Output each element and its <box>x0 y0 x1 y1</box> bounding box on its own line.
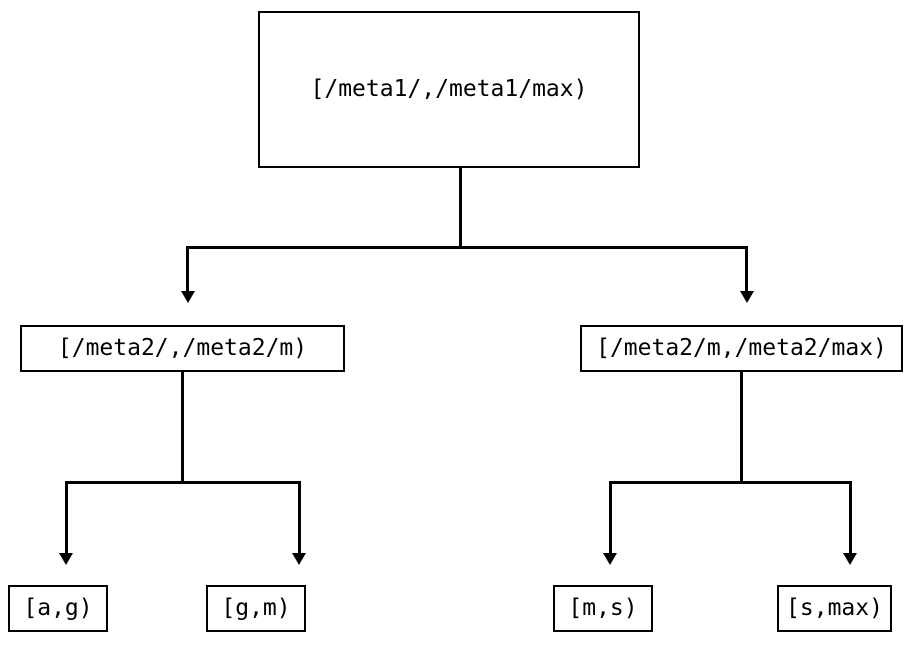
node-leaf-gm-label: [g,m) <box>221 595 291 621</box>
node-leaf-ms-label: [m,s) <box>568 595 638 621</box>
edge-root-stem <box>459 168 462 249</box>
node-leaf-gm[interactable]: [g,m) <box>206 585 306 632</box>
edge-root-horizontal-bar <box>186 246 748 249</box>
edge-mid-right-stem <box>740 372 743 484</box>
node-mid-right-label: [/meta2/m,/meta2/max) <box>596 335 887 361</box>
edge-mid-left-stem <box>181 372 184 484</box>
arrow-down-icon-mid-left <box>181 291 195 303</box>
edge-mid-right-to-leaf-smax <box>849 481 852 555</box>
edge-root-to-mid-left <box>186 246 189 293</box>
edge-mid-left-to-leaf-gm <box>298 481 301 555</box>
edge-mid-left-horizontal-bar <box>65 481 301 484</box>
node-mid-right[interactable]: [/meta2/m,/meta2/max) <box>580 325 903 372</box>
edge-mid-right-to-leaf-ms <box>609 481 612 555</box>
node-leaf-ag[interactable]: [a,g) <box>8 585 108 632</box>
node-root[interactable]: [/meta1/,/meta1/max) <box>258 11 640 168</box>
edge-root-to-mid-right <box>745 246 748 293</box>
node-leaf-smax[interactable]: [s,max) <box>777 585 892 632</box>
edge-mid-right-horizontal-bar <box>609 481 852 484</box>
arrow-down-icon-leaf-smax <box>843 553 857 565</box>
arrow-down-icon-leaf-ag <box>59 553 73 565</box>
edge-mid-left-to-leaf-ag <box>65 481 68 555</box>
node-root-label: [/meta1/,/meta1/max) <box>310 76 588 102</box>
node-leaf-smax-label: [s,max) <box>786 595 883 621</box>
arrow-down-icon-leaf-ms <box>603 553 617 565</box>
arrow-down-icon-leaf-gm <box>292 553 306 565</box>
node-mid-left-label: [/meta2/,/meta2/m) <box>57 335 308 361</box>
node-mid-left[interactable]: [/meta2/,/meta2/m) <box>20 325 345 372</box>
node-leaf-ag-label: [a,g) <box>23 595 93 621</box>
node-leaf-ms[interactable]: [m,s) <box>553 585 653 632</box>
arrow-down-icon-mid-right <box>740 291 754 303</box>
